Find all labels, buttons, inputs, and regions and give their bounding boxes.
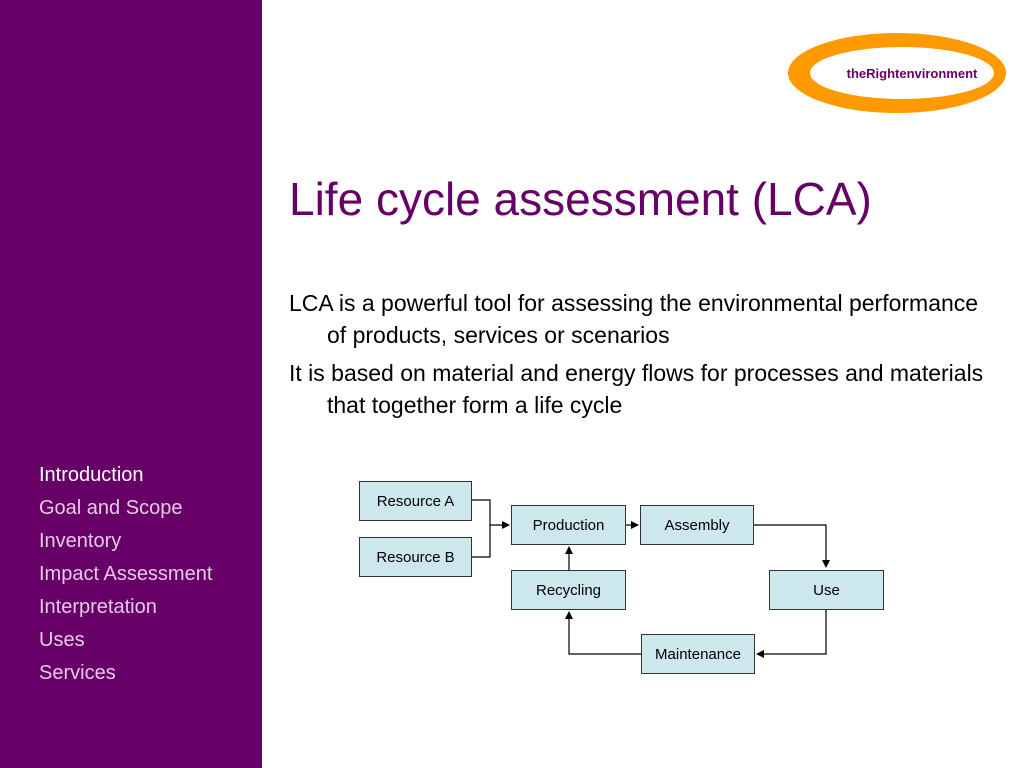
node-maintenance: Maintenance	[641, 634, 755, 674]
slide-title: Life cycle assessment (LCA)	[289, 173, 872, 225]
brand-logo: theRightenvironment	[788, 33, 1006, 113]
edge-use-to-maintenance	[756, 610, 827, 658]
node-resource-b: Resource B	[359, 537, 472, 577]
edge-maintenance-to-recycling	[565, 611, 641, 655]
sidebar-nav: Introduction Goal and Scope Inventory Im…	[39, 462, 249, 693]
body-paragraph: LCA is a powerful tool for assessing the…	[289, 290, 979, 348]
logo-text: theRightenvironment	[847, 66, 978, 81]
nav-item-inventory[interactable]: Inventory	[39, 530, 122, 552]
slide-body: LCA is a powerful tool for assessing the…	[289, 287, 989, 427]
edge-resource-a-to-production	[472, 499, 510, 529]
node-resource-a: Resource A	[359, 481, 472, 521]
node-assembly: Assembly	[640, 505, 754, 545]
logo-inner	[810, 47, 994, 99]
edge-assembly-to-use	[754, 524, 830, 568]
node-use: Use	[769, 570, 884, 610]
nav-item-uses[interactable]: Uses	[39, 629, 85, 651]
nav-item-services[interactable]: Services	[39, 662, 116, 684]
body-paragraph: It is based on material and energy flows…	[289, 360, 984, 418]
node-production: Production	[511, 505, 626, 545]
nav-item-impact-assessment[interactable]: Impact Assessment	[39, 563, 213, 585]
nav-item-introduction[interactable]: Introduction	[39, 464, 144, 486]
nav-item-goal-and-scope[interactable]: Goal and Scope	[39, 497, 183, 519]
sidebar: Introduction Goal and Scope Inventory Im…	[0, 0, 262, 768]
edge-resource-b-to-production	[472, 525, 491, 558]
node-recycling: Recycling	[511, 570, 626, 610]
nav-item-interpretation[interactable]: Interpretation	[39, 596, 157, 618]
